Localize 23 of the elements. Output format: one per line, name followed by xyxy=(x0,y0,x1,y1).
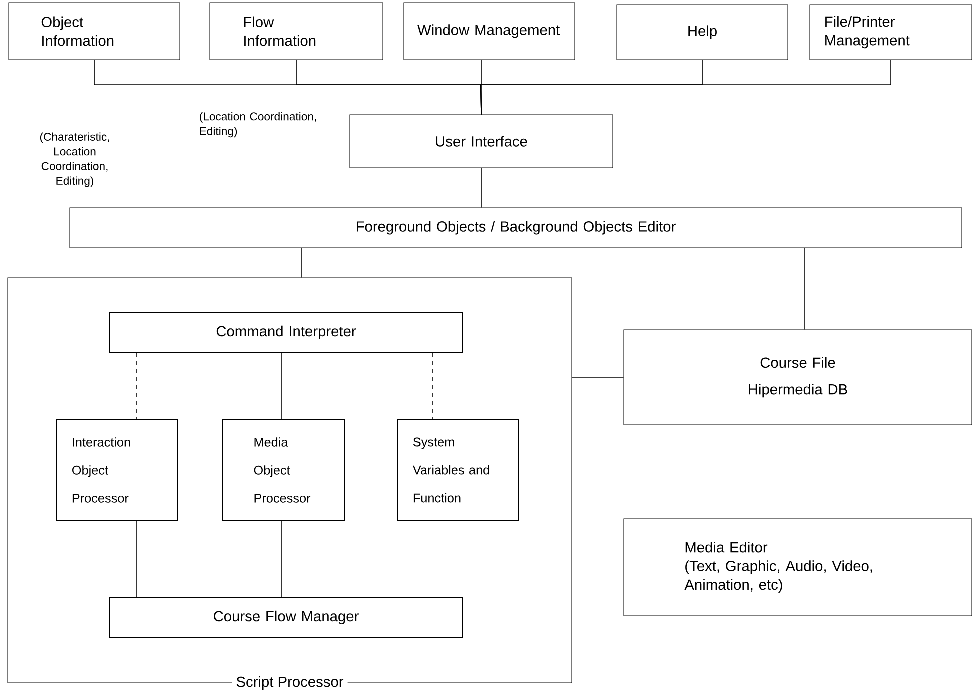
annotation-text: (Charateristic, Location Coordination, Editing) xyxy=(40,132,110,188)
inner-box: Course Flow Manager xyxy=(109,597,464,638)
process-box: Media Editor (Text, Graphic, Audio, Video, Animation, etc) xyxy=(624,518,972,616)
connector-line xyxy=(136,520,138,598)
connector-line xyxy=(480,60,892,116)
process-box: User Interface xyxy=(350,114,614,168)
process-box: Help xyxy=(616,4,788,60)
annotation-text: (Location Coordination, Editing) xyxy=(200,112,316,138)
inner-box: Command Interpreter xyxy=(109,312,464,353)
process-box: Object Information xyxy=(8,2,180,60)
process-box: Course File Hipermedia DB xyxy=(624,330,972,426)
process-box: Window Management xyxy=(404,2,576,60)
connector-line xyxy=(136,352,138,420)
inner-box: System Variables and Function xyxy=(397,419,520,521)
inner-box: Media Object Processor xyxy=(222,419,345,521)
process-box: Flow Information xyxy=(210,2,384,60)
connector-line xyxy=(432,352,434,420)
connector-line xyxy=(481,168,482,208)
inner-box: Interaction Object Processor xyxy=(56,419,178,521)
connector-line xyxy=(804,248,806,330)
process-box: File/Printer Management xyxy=(810,4,972,60)
connector-line xyxy=(572,377,624,378)
process-box: Foreground Objects / Background Objects Editor xyxy=(70,208,962,248)
